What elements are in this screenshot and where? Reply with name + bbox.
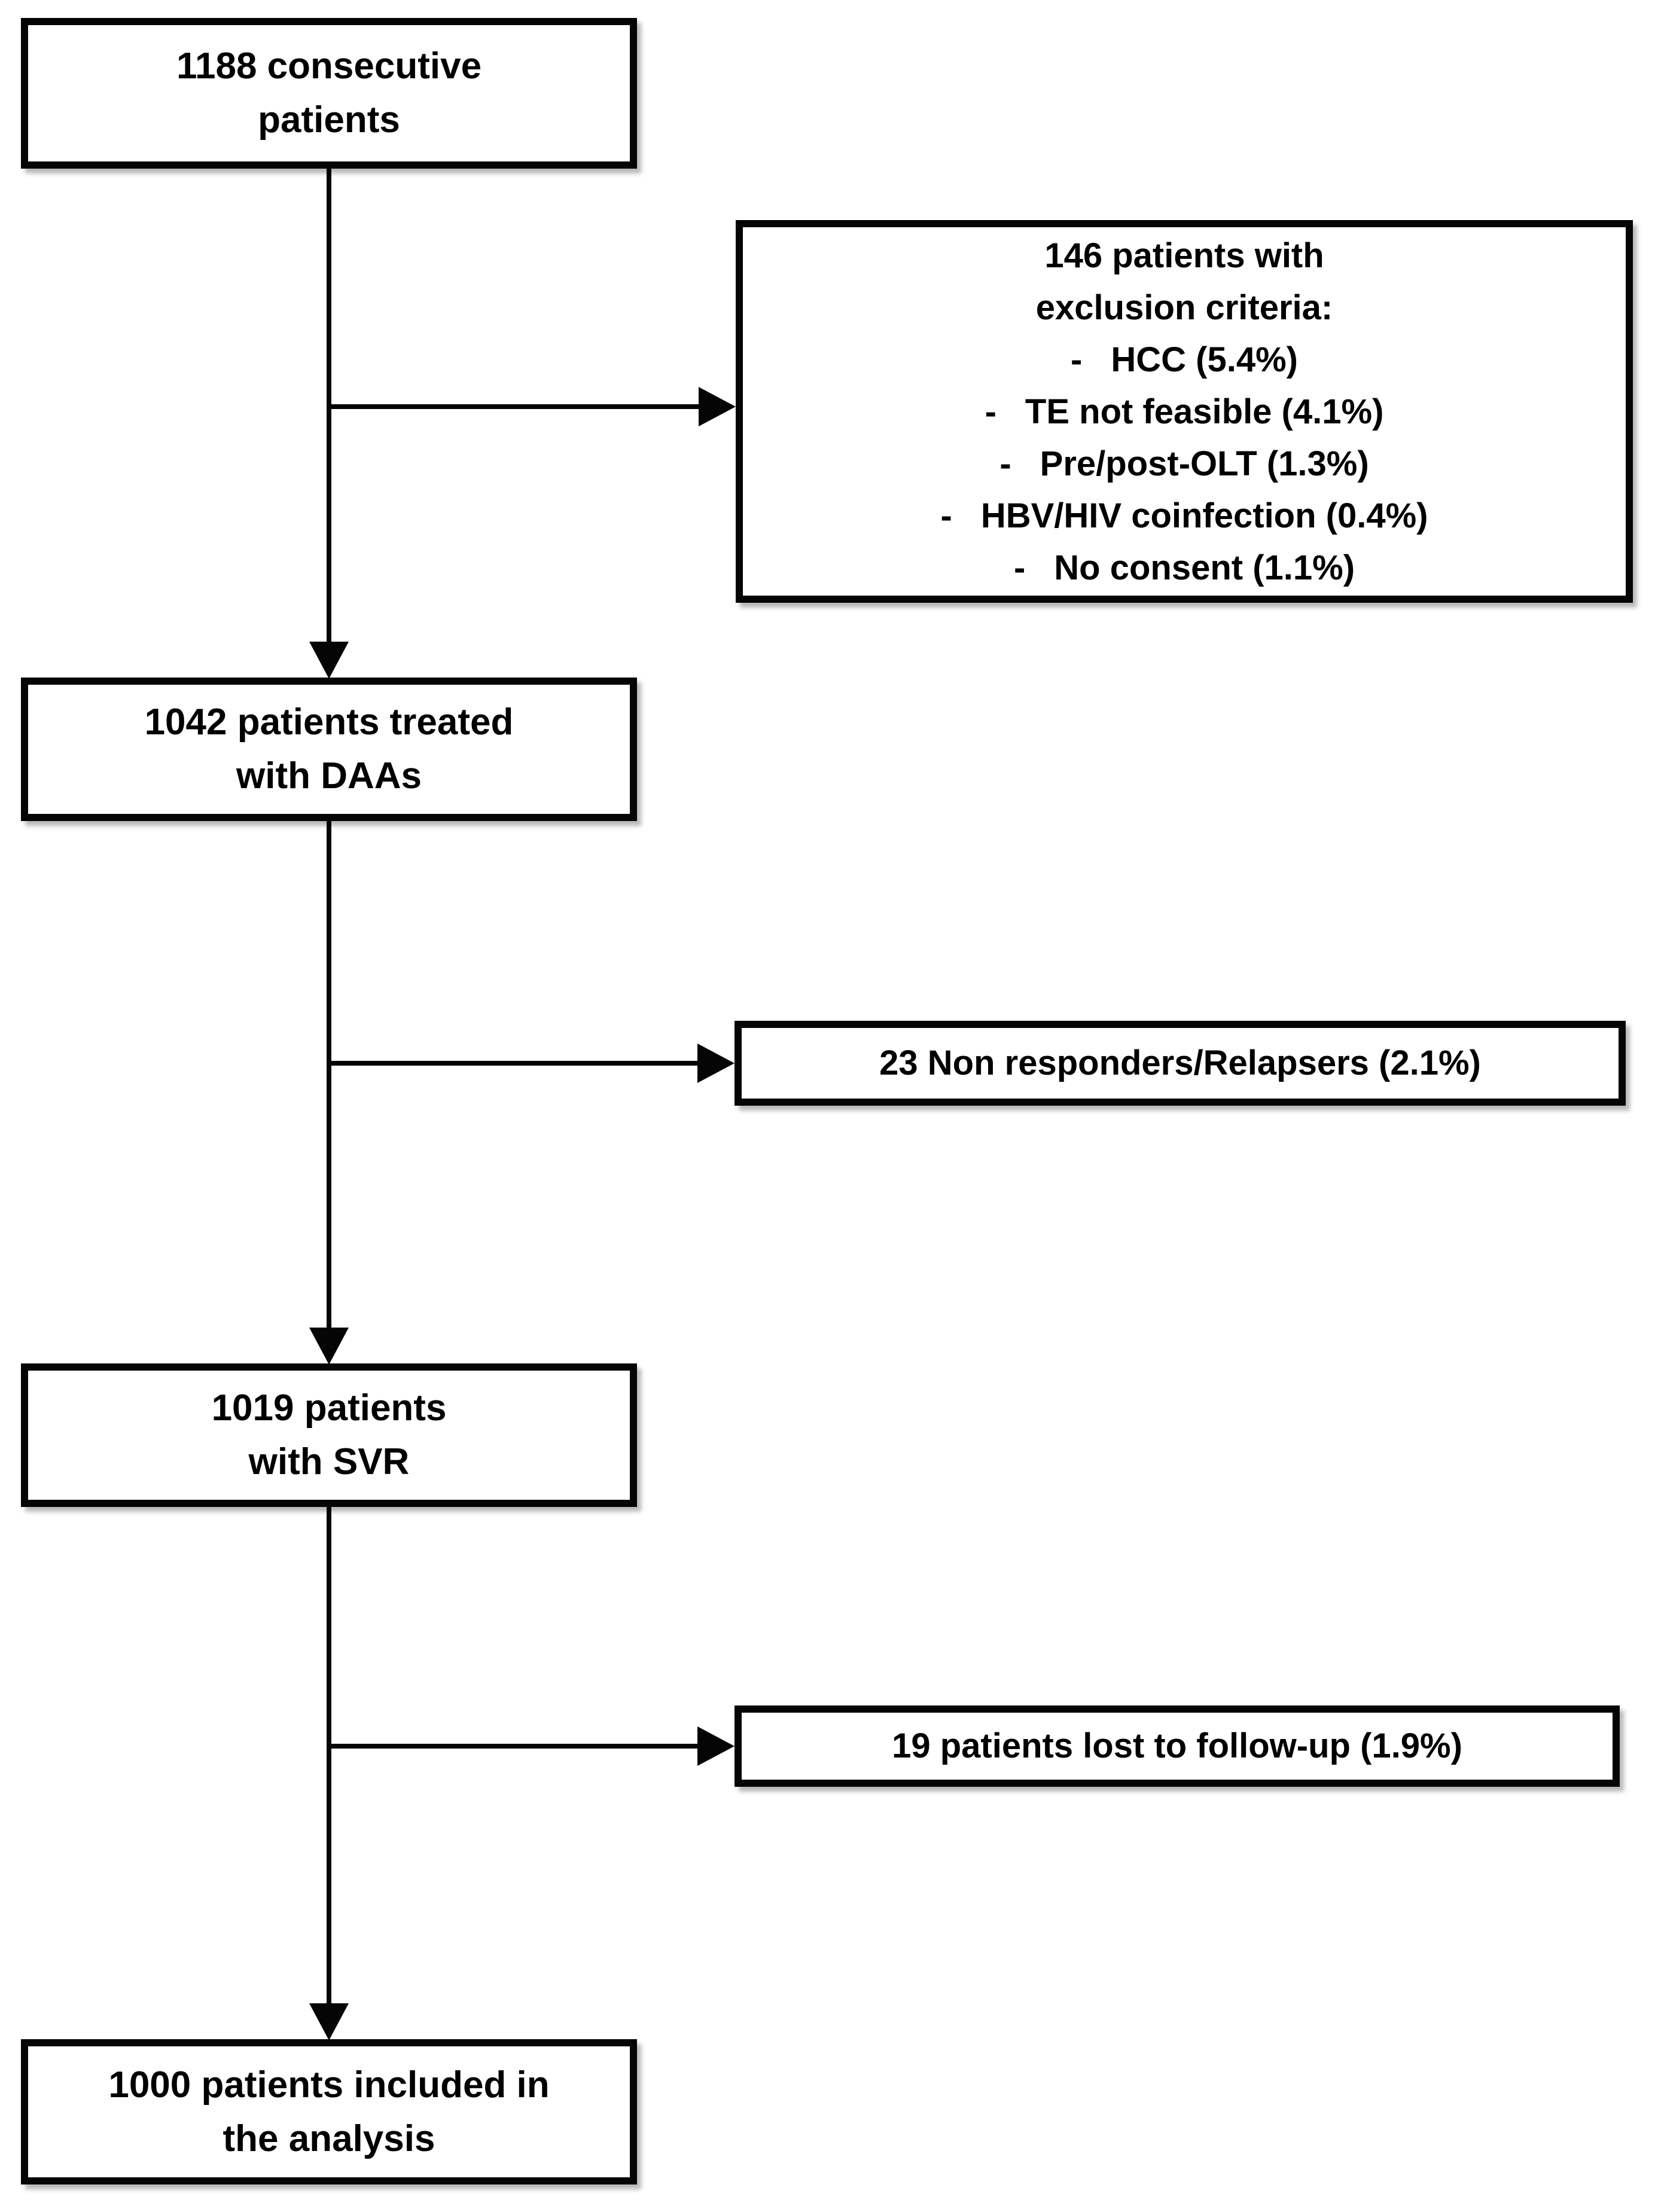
connector-svr-to-included	[327, 1506, 331, 2004]
connector-to-exclusion	[329, 404, 699, 409]
arrow-down-icon	[309, 642, 349, 679]
bullet-dash: -	[1013, 548, 1026, 587]
box-svr: 1019 patients with SVR	[21, 1363, 637, 1507]
arrow-down-icon	[309, 1328, 349, 1365]
box-svr-line1: 1019 patients	[211, 1387, 447, 1429]
exclusion-item-text: TE not feasible (4.1%)	[1025, 392, 1384, 431]
box-included-line2: the analysis	[223, 2118, 435, 2159]
arrow-right-icon	[697, 1726, 735, 1766]
exclusion-item-text: Pre/post-OLT (1.3%)	[1040, 444, 1369, 483]
exclusion-title-line2: exclusion criteria:	[1035, 288, 1333, 327]
bullet-dash: -	[985, 392, 996, 431]
connector-to-lost	[329, 1744, 697, 1749]
box-consecutive-line2: patients	[258, 99, 400, 141]
box-nonresponders: 23 Non responders/Relapsers (2.1%)	[735, 1021, 1626, 1106]
box-included-line1: 1000 patients included in	[108, 2064, 550, 2106]
exclusion-title-line1: 146 patients with	[1044, 236, 1324, 275]
box-included-analysis: 1000 patients included in the analysis	[21, 2039, 637, 2184]
exclusion-item-text: HBV/HIV coinfection (0.4%)	[980, 496, 1428, 535]
box-treated-line1: 1042 patients treated	[144, 701, 514, 743]
exclusion-item: - Pre/post-OLT (1.3%)	[999, 438, 1369, 490]
connector-to-nonresponders	[329, 1061, 697, 1066]
arrow-right-icon	[699, 387, 736, 426]
box-treated-line2: with DAAs	[236, 755, 422, 797]
exclusion-item: - HCC (5.4%)	[1071, 334, 1298, 386]
box-consecutive-patients: 1188 consecutive patients	[21, 18, 637, 169]
exclusion-item-text: HCC (5.4%)	[1111, 340, 1298, 379]
arrow-down-icon	[309, 2003, 349, 2040]
box-lost-followup: 19 patients lost to follow-up (1.9%)	[735, 1705, 1620, 1787]
exclusion-item-text: No consent (1.1%)	[1054, 548, 1355, 587]
bullet-dash: -	[940, 496, 952, 535]
box-exclusion-criteria: 146 patients with exclusion criteria: - …	[736, 220, 1633, 603]
connector-treated-to-svr	[327, 820, 331, 1329]
bullet-dash: -	[999, 444, 1011, 483]
bullet-dash: -	[1071, 340, 1083, 379]
box-nonresponders-line1: 23 Non responders/Relapsers (2.1%)	[879, 1044, 1481, 1082]
exclusion-item: - HBV/HIV coinfection (0.4%)	[941, 490, 1428, 542]
arrow-right-icon	[697, 1044, 735, 1083]
box-lost-line1: 19 patients lost to follow-up (1.9%)	[892, 1726, 1462, 1765]
exclusion-item: - No consent (1.1%)	[1014, 542, 1355, 594]
box-svr-line2: with SVR	[248, 1441, 410, 1482]
box-treated-daas: 1042 patients treated with DAAs	[21, 678, 637, 821]
exclusion-item: - TE not feasible (4.1%)	[985, 386, 1384, 438]
box-consecutive-line1: 1188 consecutive	[176, 45, 482, 87]
